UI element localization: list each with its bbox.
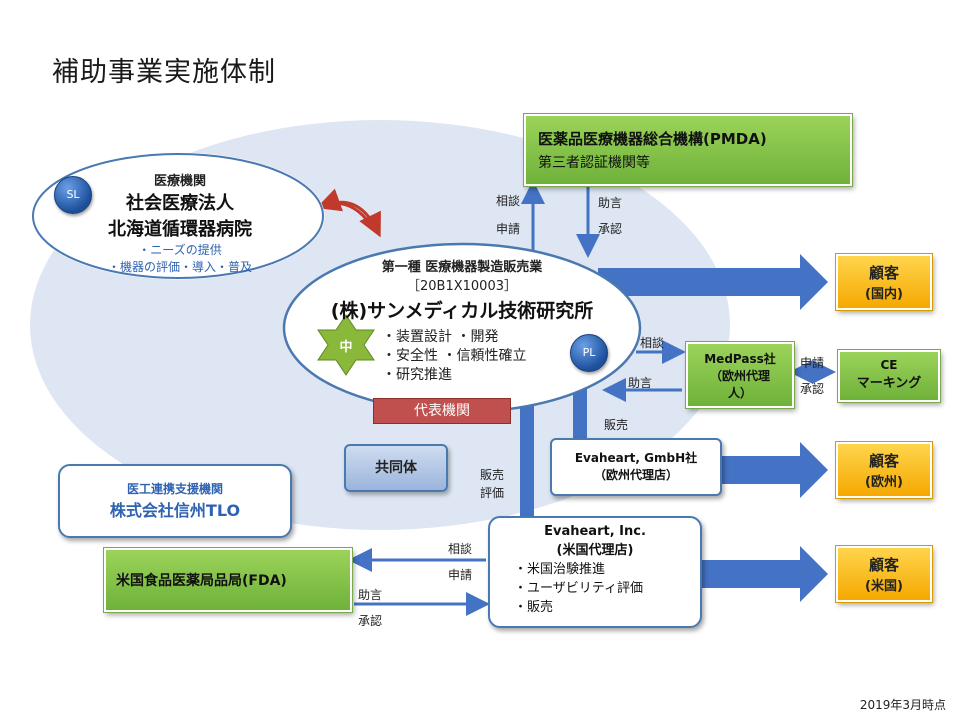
label-approve-ce: 承認 xyxy=(800,382,825,396)
representative-label: 代表機関 xyxy=(373,398,511,424)
pmda-line1: 医薬品医療機器総合機構(PMDA) xyxy=(538,130,767,148)
pl-badge: PL xyxy=(570,334,608,372)
customer-domestic-line2: (国内) xyxy=(865,287,903,302)
vertical-connector xyxy=(520,395,534,525)
customer-us: 顧客 (米国) xyxy=(836,546,932,602)
medical-bullet1: ・ニーズの提供 xyxy=(138,243,222,257)
customer-europe: 顧客 (欧州) xyxy=(836,442,932,498)
medpass-line2: （欧州代理 xyxy=(709,369,770,383)
inc-box: Evaheart, Inc. (米国代理店) ・米国治験推進 ・ユーザビリティ評… xyxy=(488,516,702,628)
medical-line3: 北海道循環器病院 xyxy=(108,219,252,240)
ce-box: CE マーキング xyxy=(838,350,940,402)
label-approve-fda: 承認 xyxy=(358,614,383,628)
customer-europe-line2: (欧州) xyxy=(865,475,903,490)
medical-line1: 医療機関 xyxy=(153,174,206,189)
label-approve-pmda: 承認 xyxy=(598,222,623,236)
label-apply-fda: 申請 xyxy=(448,568,473,582)
inc-line1: Evaheart, Inc. xyxy=(544,524,646,539)
gmbh-line1: Evaheart, GmbH社 xyxy=(574,451,698,465)
label-sales-inc: 販売 xyxy=(480,468,505,482)
medpass-line1: MedPass社 xyxy=(704,352,776,366)
label-sales-main: 販売 xyxy=(604,418,629,432)
medical-line2: 社会医療法人 xyxy=(126,193,234,214)
pmda-box: 医薬品医療機器総合機構(PMDA) 第三者認証機関等 xyxy=(524,114,852,186)
inc-bullet-1: ・米国治験推進 xyxy=(514,562,606,577)
ce-line2: マーキング xyxy=(856,376,922,391)
medpass-box: MedPass社 （欧州代理 人） xyxy=(686,342,794,408)
label-advice-medpass: 助言 xyxy=(628,376,653,390)
star-label: 中 xyxy=(339,340,353,355)
label-apply-pmda: 申請 xyxy=(496,222,521,236)
customer-domestic-line1: 顧客 xyxy=(868,264,899,282)
fda-box: 米国食品医薬局品局(FDA) xyxy=(104,548,352,612)
main-line1: 第一種 医療機器製造販売業 xyxy=(381,260,543,275)
ce-line1: CE xyxy=(880,358,898,372)
tlo-box: 医工連携支援機関 株式会社信州TLO xyxy=(58,464,292,538)
gmbh-line2: （欧州代理店） xyxy=(593,468,678,482)
star-shape xyxy=(317,314,375,376)
vertical-connector-gmbh xyxy=(573,380,587,440)
label-apply-ce: 申請 xyxy=(800,356,825,370)
label-consult-pmda: 相談 xyxy=(496,194,521,208)
date-note: 2019年3月時点 xyxy=(859,698,946,712)
pmda-line2: 第三者認証機関等 xyxy=(538,155,650,171)
fda-text: 米国食品医薬局品局(FDA) xyxy=(116,573,287,589)
page-title: 補助事業実施体制 xyxy=(52,57,276,88)
main-line2: ［20B1X10003］ xyxy=(407,279,517,294)
customer-europe-line1: 顧客 xyxy=(868,452,899,470)
gmbh-box: Evaheart, GmbH社 （欧州代理店） xyxy=(550,438,722,496)
customer-domestic: 顧客 (国内) xyxy=(836,254,932,310)
inc-line2: (米国代理店) xyxy=(556,543,634,558)
label-consult-medpass: 相談 xyxy=(640,336,665,350)
label-evaluate-inc: 評価 xyxy=(480,486,505,500)
inc-bullet-3: ・販売 xyxy=(514,600,554,615)
main-bullet-1: ・装置設計 ・開発 xyxy=(382,329,499,345)
joint-label: 共同体 xyxy=(344,444,448,492)
medical-bullet2: ・機器の評価・導入・普及 xyxy=(107,260,252,274)
main-org-name: (株)サンメディカル技術研究所 xyxy=(330,300,594,322)
medical-org-text: 医療機関 社会医療法人 北海道循環器病院 ・ニーズの提供 ・機器の評価・導入・普… xyxy=(60,170,300,275)
label-advice-fda: 助言 xyxy=(358,588,383,602)
sl-badge: SL xyxy=(54,176,92,214)
inc-bullet-2: ・ユーザビリティ評価 xyxy=(514,581,643,596)
arrow-to-europe xyxy=(720,442,828,498)
main-bullet-2: ・安全性 ・信頼性確立 xyxy=(382,348,527,364)
main-bullet-3: ・研究推進 xyxy=(382,367,452,383)
medpass-line3: 人） xyxy=(727,386,752,400)
main-org-bullets: ・装置設計 ・開発 ・安全性 ・信頼性確立 ・研究推進 xyxy=(382,328,526,385)
arrow-to-domestic xyxy=(598,254,828,310)
tlo-line1: 医工連携支援機関 xyxy=(126,482,223,496)
tlo-line2: 株式会社信州TLO xyxy=(109,501,241,520)
label-advice-pmda: 助言 xyxy=(598,196,623,210)
customer-us-line1: 顧客 xyxy=(868,556,899,574)
main-org-header: 第一種 医療機器製造販売業 ［20B1X10003］ (株)サンメディカル技術研… xyxy=(300,256,624,323)
customer-us-line2: (米国) xyxy=(865,579,903,594)
arrow-to-us xyxy=(700,546,828,602)
label-consult-fda: 相談 xyxy=(448,542,473,556)
